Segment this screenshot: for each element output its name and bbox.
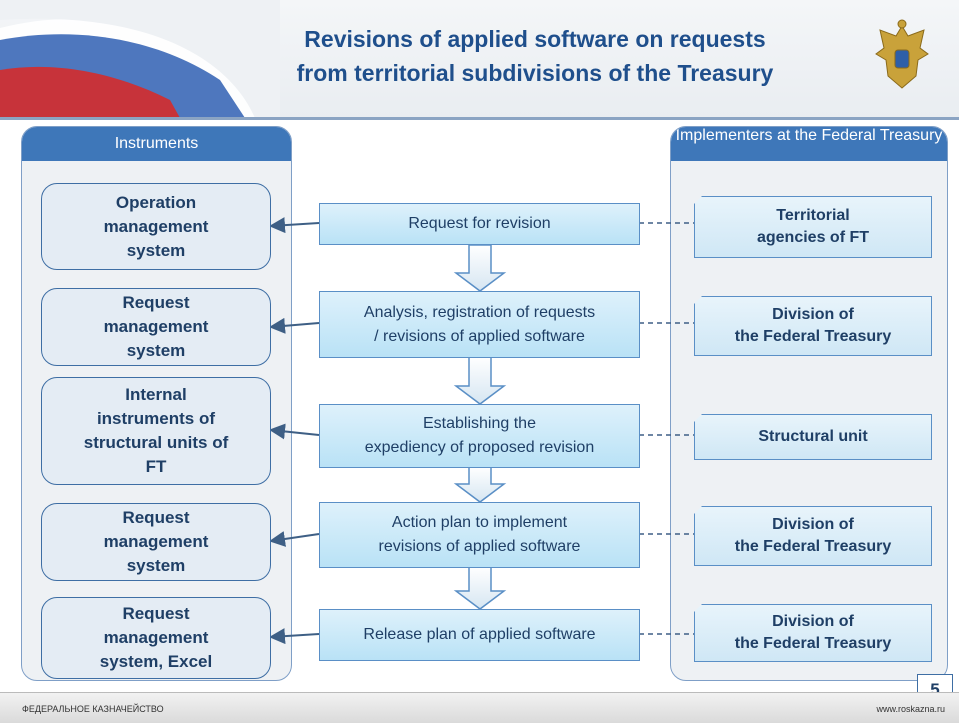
step-line: Analysis, registration of requests bbox=[363, 303, 596, 321]
implementer-line: the Federal Treasury bbox=[734, 328, 892, 345]
step-line: expediency of proposed revision bbox=[364, 439, 595, 456]
implementer-line: Division of bbox=[772, 613, 854, 630]
process-step-3: Establishing the expediency of proposed r… bbox=[319, 404, 640, 468]
title-line-1: Revisions of applied software on request… bbox=[304, 26, 766, 52]
instrument-line: system bbox=[126, 556, 186, 575]
step-line: / revisions of applied software bbox=[374, 327, 585, 345]
instrument-box-2: Request management system bbox=[41, 288, 271, 366]
implementer-line: the Federal Treasury bbox=[734, 635, 892, 652]
step-line: Release plan of applied software bbox=[363, 626, 596, 643]
instrument-line: management bbox=[103, 628, 209, 647]
instrument-line: Request bbox=[122, 508, 190, 527]
instrument-link-4 bbox=[269, 531, 320, 547]
flow-down-arrow-4 bbox=[453, 566, 507, 610]
implementer-line: Division of bbox=[772, 516, 854, 533]
instrument-box-1: Operation management system bbox=[41, 183, 271, 270]
instrument-line: management bbox=[103, 532, 209, 551]
instrument-line: Operation bbox=[115, 192, 197, 212]
footer-website-link[interactable]: www.roskazna.ru bbox=[876, 704, 945, 714]
instrument-line: system bbox=[126, 341, 186, 360]
instrument-link-2 bbox=[269, 317, 320, 334]
instrument-line: management bbox=[103, 216, 209, 236]
flow-down-arrow-3 bbox=[453, 466, 507, 503]
header-divider bbox=[0, 117, 959, 120]
step-line: Request for revision bbox=[408, 215, 551, 232]
implementer-line: Territorial bbox=[776, 207, 850, 224]
instrument-text-1: Operation management system bbox=[104, 191, 209, 263]
title-line-2: from territorial subdivisions of the Tre… bbox=[296, 60, 774, 86]
implementer-box-4: Division of the Federal Treasury bbox=[694, 506, 932, 566]
implementer-box-3: Structural unit bbox=[694, 414, 932, 460]
instrument-link-3 bbox=[269, 423, 320, 440]
instrument-line: FT bbox=[145, 457, 167, 476]
implementer-box-2: Division of the Federal Treasury bbox=[694, 296, 932, 356]
instrument-text-4: Request management system bbox=[104, 506, 209, 578]
step-line: Action plan to implement bbox=[391, 514, 568, 531]
instrument-box-5: Request management system, Excel bbox=[41, 597, 271, 679]
footer: ФЕДЕРАЛЬНОЕ КАЗНАЧЕЙСТВО www.roskazna.ru bbox=[0, 692, 959, 723]
instrument-line: structural units of bbox=[83, 433, 229, 452]
footer-organization: ФЕДЕРАЛЬНОЕ КАЗНАЧЕЙСТВО bbox=[22, 704, 164, 714]
process-step-2: Analysis, registration of requests / revi… bbox=[319, 291, 640, 358]
instrument-text-3: Internal instruments of structural units o… bbox=[84, 383, 229, 479]
instrument-line: instruments of bbox=[96, 409, 216, 428]
implementer-line: agencies of FT bbox=[756, 229, 870, 246]
step-line: Establishing the bbox=[423, 415, 536, 432]
flow-down-arrow-2 bbox=[453, 356, 507, 405]
instruments-panel-header: Instruments bbox=[22, 127, 291, 161]
instrument-line: Request bbox=[122, 293, 190, 312]
instrument-box-3: Internal instruments of structural units o… bbox=[41, 377, 271, 485]
implementer-box-5: Division of the Federal Treasury bbox=[694, 604, 932, 662]
instrument-line: Request bbox=[122, 604, 190, 623]
flow-down-arrow-1 bbox=[453, 244, 507, 292]
page-title: Revisions of applied software on request… bbox=[255, 22, 815, 90]
russian-flag-graphic bbox=[0, 0, 280, 118]
implementer-box-1: Territorial agencies of FT bbox=[694, 196, 932, 258]
instrument-line: management bbox=[103, 317, 209, 336]
instrument-line: system bbox=[126, 240, 186, 260]
step-line: revisions of applied software bbox=[378, 538, 581, 555]
process-step-1: Request for revision bbox=[319, 203, 640, 245]
double-headed-eagle-emblem-icon bbox=[875, 19, 929, 89]
implementers-panel-header: Implementers at the Federal Treasury bbox=[671, 127, 947, 161]
slide-header: Revisions of applied software on request… bbox=[0, 0, 959, 118]
instrument-box-4: Request management system bbox=[41, 503, 271, 581]
instrument-text-2: Request management system bbox=[104, 291, 209, 363]
implementer-line: Division of bbox=[772, 306, 854, 323]
instrument-link-5 bbox=[269, 628, 320, 645]
instrument-text-5: Request management system, Excel bbox=[100, 602, 212, 674]
process-step-5: Release plan of applied software bbox=[319, 609, 640, 661]
instrument-line: system, Excel bbox=[99, 652, 213, 671]
instrument-line: Internal bbox=[125, 385, 187, 404]
process-step-4: Action plan to implement revisions of app… bbox=[319, 502, 640, 568]
instrument-link-1 bbox=[269, 217, 320, 234]
implementer-line: Structural unit bbox=[758, 428, 868, 445]
implementer-line: the Federal Treasury bbox=[734, 538, 892, 555]
